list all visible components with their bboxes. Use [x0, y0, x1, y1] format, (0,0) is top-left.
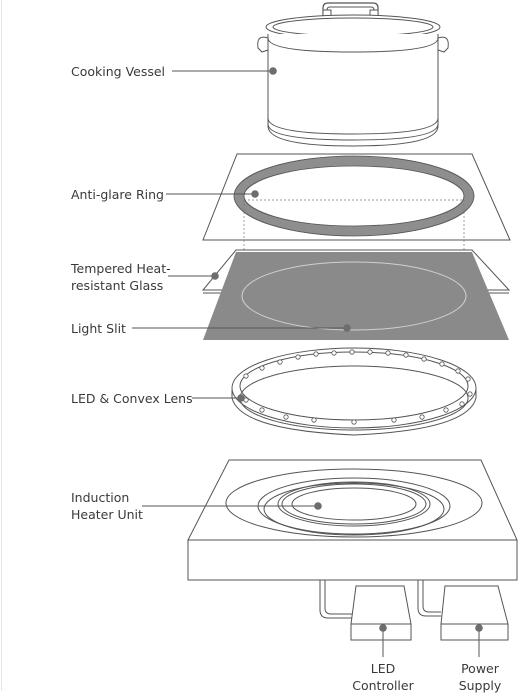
left-border-line — [1, 0, 2, 691]
label-led-convex-lens: LED & Convex Lens — [71, 391, 193, 406]
label-tempered-glass-line2: resistant Glass — [71, 278, 164, 293]
label-induction-line2: Heater Unit — [71, 507, 143, 522]
label-anti-glare-ring: Anti-glare Ring — [71, 187, 164, 202]
label-induction-line1: Induction — [71, 490, 130, 505]
label-led-controller: LED Controller — [348, 660, 418, 694]
label-light-slit: Light Slit — [71, 321, 126, 336]
dot-induction — [314, 502, 322, 510]
label-induction-heater: Induction Heater Unit — [71, 489, 143, 523]
label-led-controller-line2: Controller — [352, 678, 414, 693]
cables — [319, 580, 441, 619]
led-convex-lens-ring — [231, 347, 477, 436]
dot-anti-glare-ring — [251, 190, 259, 198]
label-power-supply: Power Supply — [449, 660, 511, 694]
guide-lines — [243, 199, 465, 295]
label-led-controller-line1: LED — [370, 661, 396, 676]
dot-power-supply — [475, 624, 483, 632]
cooking-vessel — [257, 2, 449, 147]
callout-dots — [211, 67, 483, 632]
callout-lines — [132, 70, 480, 657]
anti-glare-ring-layer — [202, 153, 511, 241]
dot-led-lens — [237, 394, 245, 402]
label-tempered-glass: Tempered Heat- resistant Glass — [71, 260, 171, 294]
dot-cooking-vessel — [269, 67, 277, 75]
label-cooking-vessel: Cooking Vessel — [71, 64, 166, 79]
power-supply-box — [440, 585, 509, 641]
dot-light-slit — [343, 324, 351, 332]
label-tempered-glass-line1: Tempered Heat- — [71, 261, 171, 276]
label-power-supply-line2: Supply — [458, 678, 502, 693]
light-slit-plate — [203, 252, 509, 340]
dot-led-controller — [379, 624, 387, 632]
induction-heater-unit — [187, 459, 518, 581]
dot-tempered-glass — [211, 272, 219, 280]
label-power-supply-line1: Power — [461, 661, 499, 676]
led-controller-box — [350, 585, 412, 641]
